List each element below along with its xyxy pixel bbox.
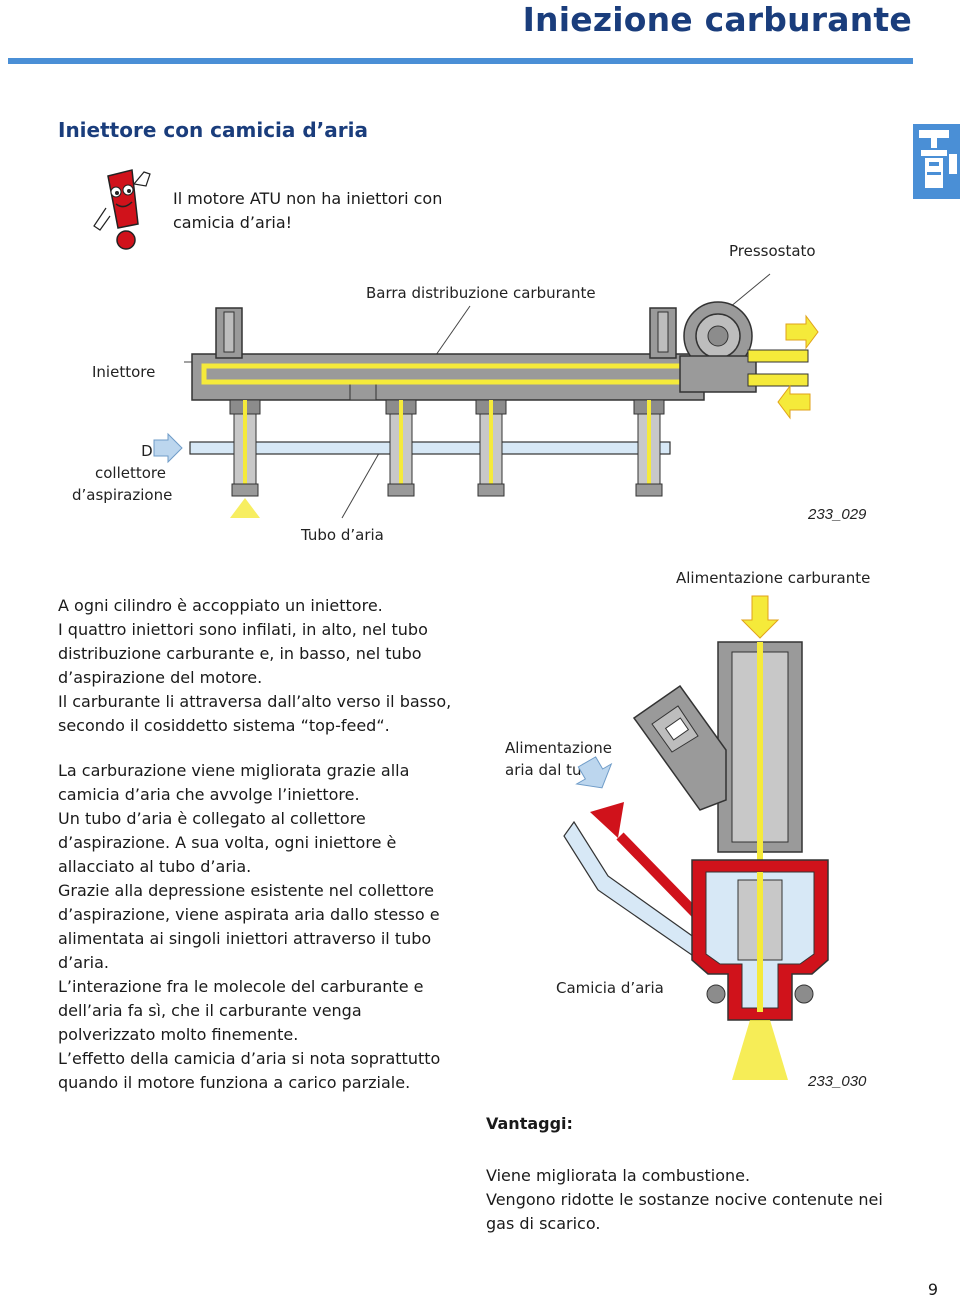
leader-air-tube bbox=[341, 447, 383, 519]
air-inlet-arrow bbox=[590, 802, 624, 838]
page-title: Iniezione carburante bbox=[522, 0, 912, 39]
electrical-connector bbox=[632, 684, 727, 811]
figure-ref-233-029: 233_029 bbox=[808, 506, 867, 523]
title-rule bbox=[8, 58, 913, 64]
air-in-arrow bbox=[153, 432, 183, 464]
chapter-tab-icon bbox=[913, 124, 960, 199]
paragraph-8: L’effetto della camicia d’aria si nota s… bbox=[58, 1049, 441, 1092]
injector-1 bbox=[229, 399, 261, 518]
warning-text: Il motore ATU non ha iniettori con camic… bbox=[173, 189, 443, 232]
paragraph-3: Il carburante li attraversa dall’alto ve… bbox=[58, 692, 452, 735]
label-air-supply-line2: aria dal tubo bbox=[505, 761, 601, 779]
paragraph-1: A ogni cilindro è accoppiato un iniettor… bbox=[58, 596, 383, 615]
fuel-path bbox=[757, 642, 763, 972]
label-pressostato: Pressostato bbox=[729, 242, 816, 260]
advantages-heading: Vantaggi: bbox=[486, 1114, 573, 1133]
label-fuel-rail: Barra distribuzione carburante bbox=[366, 284, 596, 302]
paragraph-2: I quattro iniettori sono infilati, in al… bbox=[58, 620, 428, 687]
label-from-manifold-line2: d’aspirazione bbox=[72, 486, 173, 504]
fuel-out-arrow bbox=[785, 314, 819, 350]
injector-3 bbox=[475, 399, 507, 497]
label-air-supply: Alimentazione aria dal tubo bbox=[505, 737, 612, 781]
fuel-rail-diagram bbox=[153, 273, 819, 519]
injector-cross-section bbox=[563, 595, 829, 1080]
seal-left bbox=[706, 984, 726, 1004]
label-air-supply-line1: Alimentazione bbox=[505, 739, 612, 757]
air-tube bbox=[189, 441, 671, 455]
seal-right bbox=[794, 984, 814, 1004]
air-supply-arrow bbox=[575, 756, 613, 789]
label-fuel-supply: Alimentazione carburante bbox=[676, 569, 871, 587]
section-heading: Iniettore con camicia d’aria bbox=[58, 118, 368, 142]
fuel-return-nipple bbox=[747, 349, 809, 363]
warning-exclamation-icon bbox=[88, 168, 158, 256]
fuel-supply-arrow bbox=[740, 595, 780, 639]
label-air-tube: Tubo d’aria bbox=[301, 526, 384, 544]
figure-ref-233-030: 233_030 bbox=[808, 1073, 867, 1090]
advantage-2: Vengono ridotte le sostanze nocive conte… bbox=[486, 1190, 883, 1233]
paragraph-4: La carburazione viene migliorata grazie … bbox=[58, 761, 410, 804]
page-number: 9 bbox=[927, 1280, 938, 1299]
injector-4 bbox=[633, 399, 665, 497]
body-text-2: La carburazione viene migliorata grazie … bbox=[58, 759, 458, 1095]
air-inlet-tube bbox=[563, 820, 713, 963]
body-text-1: A ogni cilindro è accoppiato un iniettor… bbox=[58, 594, 458, 738]
fuel-spray bbox=[732, 1020, 788, 1080]
fuel-supply-nipple bbox=[747, 373, 809, 387]
advantage-1: Viene migliorata la combustione. bbox=[486, 1166, 751, 1185]
paragraph-5: Un tubo d’aria è collegato al collettore… bbox=[58, 809, 397, 876]
advantages-text: Viene migliorata la combustione. Vengono… bbox=[486, 1164, 886, 1236]
injector-2 bbox=[385, 399, 417, 497]
paragraph-7: L’interazione fra le molecole del carbur… bbox=[58, 977, 424, 1044]
label-air-jacket: Camicia d’aria bbox=[556, 979, 664, 997]
label-injector: Iniettore bbox=[92, 363, 156, 381]
rail-body bbox=[191, 353, 705, 401]
fuel-in-arrow bbox=[777, 384, 811, 420]
paragraph-6: Grazie alla depressione esistente nel co… bbox=[58, 881, 440, 972]
